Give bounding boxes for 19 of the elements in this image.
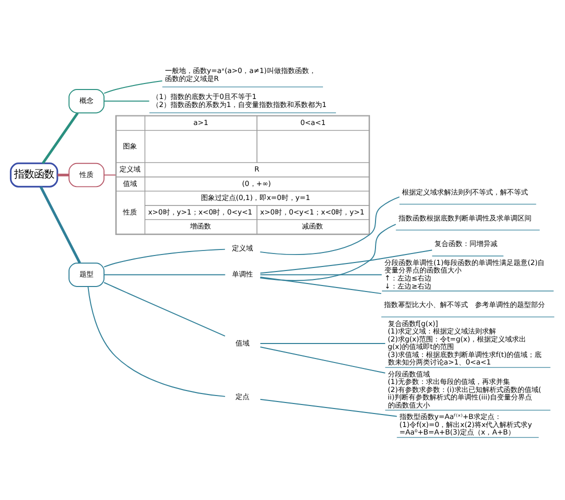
node-box: 指数函数	[10, 162, 58, 187]
connector	[104, 174, 116, 176]
connector	[104, 282, 226, 336]
connector	[260, 276, 382, 294]
connector	[58, 173, 69, 176]
connector	[42, 112, 79, 164]
connector	[260, 346, 386, 374]
connector	[104, 274, 226, 275]
connector	[260, 342, 386, 344]
connector	[260, 249, 433, 274]
connector	[88, 286, 226, 396]
connector	[260, 196, 400, 255]
connector	[104, 248, 226, 267]
connector	[104, 100, 150, 102]
connector	[260, 398, 398, 416]
connector	[40, 186, 81, 264]
connector	[260, 223, 396, 280]
connector	[260, 274, 382, 275]
connector	[104, 80, 163, 94]
